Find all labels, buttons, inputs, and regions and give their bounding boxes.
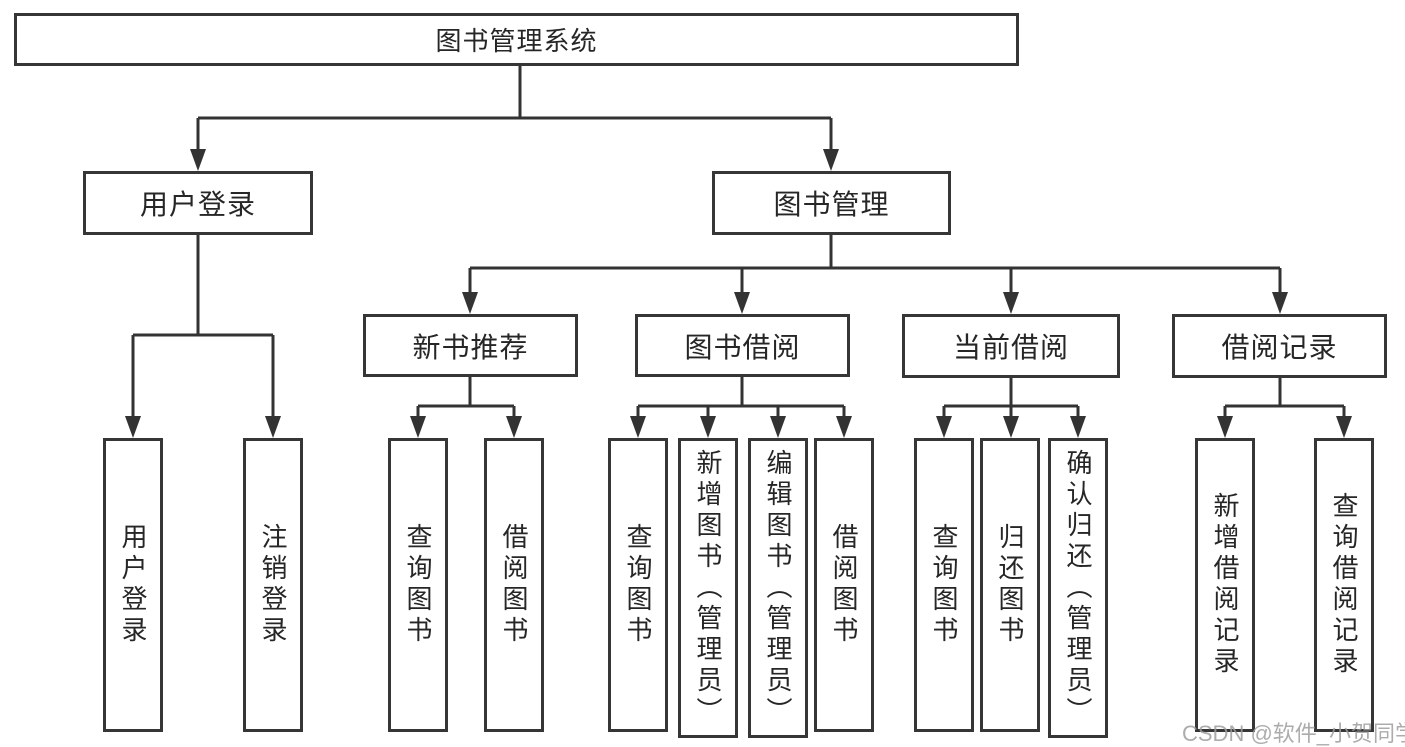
node-label: 查询图书	[929, 523, 959, 647]
node-label: 归还图书	[995, 523, 1025, 647]
node-label: 图书管理系统	[435, 26, 598, 56]
leaf-query-books-current: 查询图书	[914, 438, 974, 732]
node-label: 借阅图书	[499, 523, 529, 647]
connector-book-management-branch	[462, 235, 1288, 314]
node-label: 新增借阅记录	[1210, 492, 1240, 678]
leaf-add-book-admin: 新增图书（管理员）	[678, 438, 738, 738]
node-label: 当前借阅	[952, 332, 1069, 363]
connector-borrow-record-branch	[1217, 378, 1352, 438]
leaf-borrow-books-borrow: 借阅图书	[814, 438, 874, 732]
connector-current-borrow-branch	[936, 378, 1086, 438]
connector-new-book-branch	[410, 377, 522, 438]
leaf-add-borrow-record: 新增借阅记录	[1195, 438, 1255, 732]
node-book-management: 图书管理	[712, 171, 951, 235]
node-borrow-records: 借阅记录	[1172, 314, 1387, 378]
node-label: 注销登录	[258, 523, 288, 647]
connector-book-borrow-branch	[630, 377, 852, 438]
node-label: 查询图书	[623, 523, 653, 647]
node-label: 编辑图书（管理员）	[763, 448, 793, 728]
leaf-query-books-recommend: 查询图书	[388, 438, 448, 732]
leaf-borrow-books-recommend: 借阅图书	[484, 438, 544, 732]
node-label: 借阅记录	[1221, 332, 1338, 363]
node-label: 用户登录	[139, 189, 256, 220]
node-root-book-management-system: 图书管理系统	[14, 13, 1019, 66]
connector-user-login-branch	[125, 235, 281, 438]
leaf-logout: 注销登录	[243, 438, 303, 732]
leaf-query-books-borrow: 查询图书	[608, 438, 668, 732]
connector-root-to-level2	[190, 66, 839, 171]
leaf-query-borrow-record: 查询借阅记录	[1314, 438, 1374, 732]
node-label: 新增图书（管理员）	[693, 448, 723, 728]
csdn-watermark: CSDN @软件_小贺同学	[1182, 721, 1405, 746]
node-label: 确认归还（管理员）	[1063, 448, 1093, 728]
node-user-login: 用户登录	[83, 171, 313, 235]
node-label: 图书借阅	[684, 331, 801, 363]
leaf-edit-book-admin: 编辑图书（管理员）	[748, 438, 808, 738]
node-label: 查询图书	[403, 523, 433, 647]
node-label: 用户登录	[118, 523, 148, 647]
node-new-book-recommend: 新书推荐	[363, 314, 578, 377]
node-current-borrow: 当前借阅	[902, 314, 1120, 378]
node-label: 查询借阅记录	[1329, 492, 1359, 678]
leaf-confirm-return-admin: 确认归还（管理员）	[1048, 438, 1108, 738]
leaf-return-book: 归还图书	[980, 438, 1040, 732]
node-label: 借阅图书	[829, 523, 859, 647]
node-label: 新书推荐	[412, 331, 529, 363]
node-book-borrow: 图书借阅	[635, 314, 850, 377]
node-label: 图书管理	[773, 189, 890, 220]
leaf-user-login: 用户登录	[103, 438, 163, 732]
